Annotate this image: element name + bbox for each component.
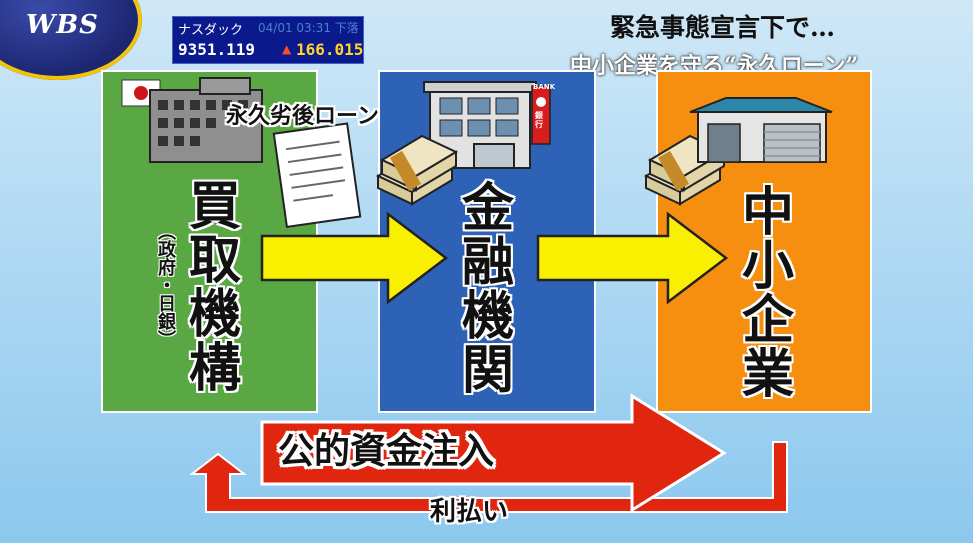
sme-title-char: 企 [741, 291, 794, 352]
buyer-title: 買 取 機 構 [185, 180, 245, 396]
ticker-change: 166.015 [296, 40, 364, 59]
bank-title-char: 機 [461, 287, 514, 348]
bank-sign-sub: 銀行 [535, 111, 543, 129]
buyer-title-char: 買 [188, 177, 241, 237]
ticker-time: 04/01 03:31 下落 [258, 21, 359, 35]
headline-line1: 緊急事態宣言下で… [610, 13, 836, 42]
buyer-title-char: 機 [188, 285, 241, 346]
capital-injection-arrow [260, 393, 727, 513]
bank-title-char: 融 [461, 233, 514, 294]
sme-title-char: 小 [741, 237, 794, 298]
ticker-name: ナスダック [178, 23, 244, 38]
flow-arrow-2 [536, 211, 729, 305]
bank-sign: BANK [533, 83, 556, 91]
up-arrow-icon: ▲ [282, 42, 292, 56]
bank-title-char: 金 [461, 179, 514, 239]
interest-return-arrow [189, 441, 788, 513]
government-building-icon [149, 77, 263, 163]
interest-label: 利払い [430, 497, 509, 527]
buyer-title-char: 構 [188, 339, 241, 400]
bank-title: 金 融 機 関 [458, 182, 518, 398]
injection-label: 公的資金注入 [278, 431, 495, 472]
logo-text: WBS [26, 10, 99, 40]
sme-title-char: 業 [741, 345, 794, 406]
loan-label: 永久劣後ローン [226, 104, 379, 129]
bank-building-icon [423, 81, 551, 169]
sme-title-char: 中 [741, 183, 794, 243]
bank-title-char: 関 [461, 341, 514, 402]
sme-title: 中 小 企 業 [738, 186, 798, 402]
money-stack-icon [375, 134, 459, 206]
flow-arrow-1 [260, 211, 449, 305]
ticker-value: 9351.119 [178, 40, 256, 59]
factory-icon [689, 97, 833, 163]
stock-ticker [172, 16, 364, 64]
document-icon [272, 122, 362, 228]
buyer-subtitle: （政府・日銀） [155, 222, 176, 348]
buyer-title-char: 取 [188, 231, 241, 292]
